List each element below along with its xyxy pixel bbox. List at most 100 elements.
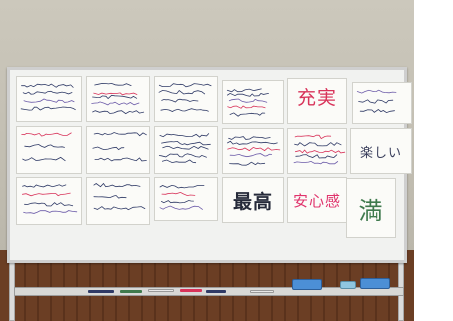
paper-sheet <box>154 126 218 174</box>
eraser <box>340 281 356 289</box>
paper-sheet <box>16 177 82 225</box>
handwriting-stroke <box>22 192 71 197</box>
handwriting-scribble <box>22 184 78 214</box>
handwriting-scribble <box>158 133 211 164</box>
marker <box>180 289 202 292</box>
paper-sheet <box>86 177 150 225</box>
handwriting-stroke <box>294 142 342 147</box>
paper-sheet <box>86 76 150 122</box>
handwriting-stroke <box>24 144 65 148</box>
handwriting-scribble <box>20 83 76 111</box>
handwriting-stroke <box>92 110 145 115</box>
handwriting-stroke <box>93 182 141 188</box>
handwriting-stroke <box>227 92 269 97</box>
eraser <box>292 279 322 290</box>
handwriting-stroke <box>229 153 273 158</box>
handwriting-stroke <box>20 106 76 111</box>
handwriting-scribble <box>226 88 269 117</box>
handwriting-stroke <box>158 153 207 158</box>
handwriting-stroke <box>162 159 197 164</box>
eraser <box>360 278 390 289</box>
handwriting-stroke <box>227 146 281 152</box>
handwriting-stroke <box>158 89 206 95</box>
handwritten-word: 楽しい <box>359 145 402 161</box>
handwriting-stroke <box>23 98 75 103</box>
handwritten-word: 充実 <box>296 86 337 109</box>
handwriting-stroke <box>92 94 138 100</box>
handwriting-stroke <box>295 154 338 159</box>
paper-sheet <box>154 177 218 221</box>
handwriting-scribble <box>91 82 145 115</box>
handwriting-scribble <box>293 134 346 165</box>
handwriting-stroke <box>94 157 147 162</box>
handwriting-stroke <box>293 160 339 165</box>
handwriting-stroke <box>227 105 266 109</box>
paper-sheet <box>287 128 347 174</box>
paper-sheet <box>154 76 218 122</box>
paper-sheet <box>222 128 284 174</box>
handwriting-stroke <box>93 206 146 211</box>
handwriting-stroke <box>160 108 209 112</box>
handwriting-stroke <box>229 161 266 166</box>
handwriting-stroke <box>358 99 394 104</box>
handwriting-stroke <box>93 132 147 137</box>
paper-sheet-saikou: 最高 <box>222 177 284 223</box>
handwriting-stroke <box>159 133 210 138</box>
paper-sheet-jujitsu: 充実 <box>287 78 347 124</box>
handwriting-scribble <box>158 83 212 112</box>
handwriting-stroke <box>226 88 262 93</box>
handwriting-stroke <box>93 92 138 96</box>
handwriting-stroke <box>159 205 203 210</box>
marker <box>120 290 142 293</box>
handwriting-stroke <box>228 98 268 103</box>
handwriting-stroke <box>162 145 209 150</box>
handwriting-stroke <box>24 202 74 207</box>
paper-sheet-anshinkan: 安心感 <box>287 177 347 223</box>
handwriting-stroke <box>161 191 196 197</box>
handwriting-stroke <box>356 89 397 94</box>
handwriting-scribble <box>93 182 146 211</box>
handwriting-stroke <box>161 98 199 103</box>
handwriting-scribble <box>159 184 205 210</box>
handwriting-stroke <box>21 83 74 88</box>
handwriting-stroke <box>22 184 67 188</box>
paper-sheet <box>86 126 150 174</box>
handwriting-scribble <box>21 132 72 162</box>
handwriting-stroke <box>94 82 132 86</box>
handwriting-stroke <box>161 200 194 204</box>
handwriting-stroke <box>93 195 127 199</box>
handwriting-stroke <box>295 149 346 154</box>
handwritten-word: 安心感 <box>292 191 341 210</box>
handwriting-stroke <box>91 101 140 106</box>
marker <box>206 290 226 293</box>
paper-sheet <box>16 76 82 122</box>
handwriting-stroke <box>22 90 73 95</box>
handwriting-stroke <box>161 140 211 146</box>
handwriting-stroke <box>294 134 332 140</box>
handwriting-stroke <box>228 136 271 140</box>
paper-sheet-man: 満 <box>346 178 396 238</box>
handwriting-stroke <box>227 140 278 145</box>
marker <box>88 290 114 293</box>
handwriting-scribble <box>356 89 397 114</box>
photo-margin <box>414 0 453 321</box>
handwriting-stroke <box>92 146 125 151</box>
paper-sheet <box>16 126 82 174</box>
handwriting-stroke <box>159 184 205 189</box>
marker <box>250 290 274 293</box>
handwriting-scribble <box>227 136 281 166</box>
paper-sheet <box>352 82 412 124</box>
handwriting-stroke <box>359 108 395 114</box>
handwriting-stroke <box>229 112 266 117</box>
handwriting-stroke <box>21 132 72 137</box>
marker <box>148 289 174 292</box>
handwriting-scribble <box>92 132 147 162</box>
paper-sheet-tanoshii: 楽しい <box>350 128 412 174</box>
handwriting-stroke <box>22 156 66 162</box>
handwriting-stroke <box>158 83 212 88</box>
handwritten-word: 最高 <box>232 190 273 213</box>
handwritten-word: 満 <box>358 196 384 225</box>
handwriting-stroke <box>23 210 78 214</box>
paper-sheet <box>222 80 284 124</box>
